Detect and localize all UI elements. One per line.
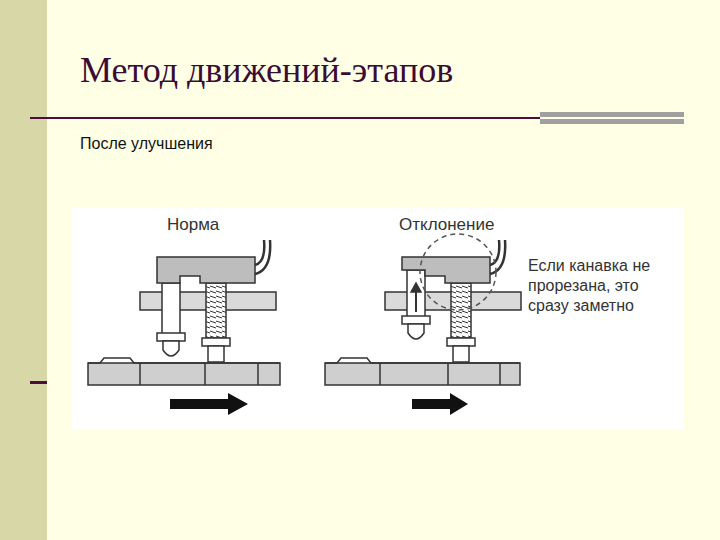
title-rule-grey [540,112,684,117]
side-band [0,0,47,540]
subtitle: После улучшения [80,134,213,154]
side-mark [30,381,47,384]
state-label: Отклонение [399,214,494,235]
state-label: Норма [167,214,219,235]
deviation-unit [325,234,521,415]
title-rule [30,117,540,119]
title-rule-grey [540,119,684,124]
picture-ground [72,208,684,430]
normal-unit [88,240,280,415]
callout-note: Если канавка не прорезана, это сразу зам… [528,256,678,316]
slide-title: Метод движений-этапов [80,48,453,93]
